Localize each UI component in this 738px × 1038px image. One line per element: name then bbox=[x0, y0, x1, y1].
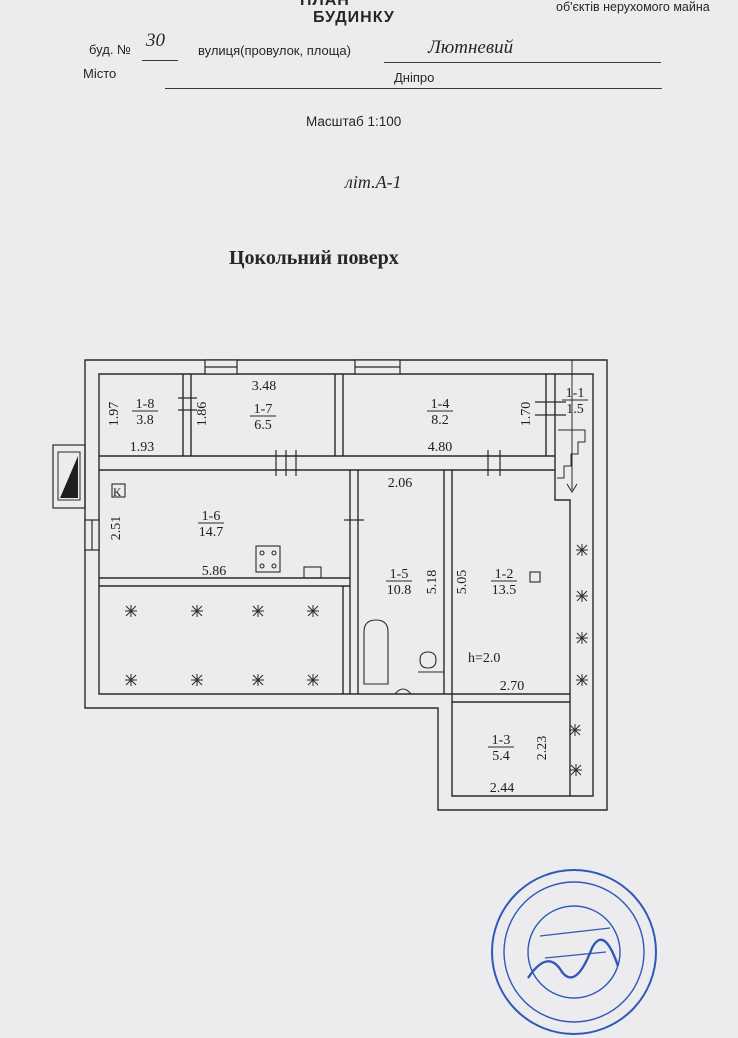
street-label: вулиця(провулок, площа) bbox=[198, 43, 351, 58]
floor-marker bbox=[576, 632, 588, 644]
dimension-value: 5.05 bbox=[455, 570, 470, 595]
dimension-value: 1.93 bbox=[130, 440, 155, 455]
room-area: 6.5 bbox=[254, 418, 272, 433]
building-number-underline bbox=[142, 52, 178, 61]
floor-marker bbox=[191, 605, 203, 617]
document-title: БУДИНКУ bbox=[313, 9, 395, 26]
floor-marker bbox=[576, 590, 588, 602]
room-id: 1-3 bbox=[492, 733, 511, 748]
dimension-value: 1.97 bbox=[107, 402, 122, 427]
room-id: 1-5 bbox=[390, 567, 409, 582]
dimension-labels: 3.48 1.97 1.86 1.93 4.80 1.70 2.06 2.51 5.86 5.18… bbox=[107, 379, 550, 796]
dimension-value: 5.18 bbox=[425, 570, 440, 595]
fixtures bbox=[111, 483, 541, 695]
room-area: 1.5 bbox=[566, 402, 584, 417]
windows bbox=[84, 359, 401, 551]
plan-walls bbox=[84, 359, 608, 811]
floor-marker bbox=[307, 605, 319, 617]
floor-marker bbox=[125, 605, 137, 617]
room-id: 1-1 bbox=[566, 386, 585, 401]
dimension-value: 4.80 bbox=[428, 440, 453, 455]
corner-caption: об'єктів нерухомого майна bbox=[556, 0, 710, 14]
floor-markers bbox=[125, 544, 588, 776]
door-marks bbox=[178, 397, 566, 521]
scale-label: Масштаб 1:100 bbox=[306, 114, 402, 129]
room-id: 1-8 bbox=[136, 397, 155, 412]
dimension-value: 3.48 bbox=[252, 379, 277, 394]
building-number-value: 30 bbox=[146, 30, 165, 51]
floor-marker bbox=[252, 674, 264, 686]
plan-heading: ПЛАН bbox=[300, 0, 350, 9]
floor-title: Цокольний поверх bbox=[229, 247, 399, 269]
city-label: Місто bbox=[83, 66, 117, 81]
room-id: 1-2 bbox=[495, 567, 514, 582]
room-area: 8.2 bbox=[431, 413, 449, 428]
dimension-value: 2.70 bbox=[500, 679, 525, 694]
stair bbox=[557, 360, 586, 493]
dimension-value: 2.06 bbox=[388, 476, 413, 491]
street-value: Лютневий bbox=[428, 37, 514, 58]
room-area: 5.4 bbox=[492, 749, 510, 764]
city-value: Дніпро bbox=[394, 70, 435, 85]
entrance-block bbox=[52, 444, 86, 509]
room-labels: 1-11.5 1-213.5 1-35.4 1-48.2 1-510.8 1-614.7 1… bbox=[132, 386, 588, 764]
dimension-value: 2.51 bbox=[109, 516, 124, 541]
ceiling-height: h=2.0 bbox=[468, 651, 500, 666]
kitchen-mark: К bbox=[113, 485, 122, 499]
room-area: 3.8 bbox=[136, 413, 154, 428]
building-number-label: буд. № bbox=[89, 42, 131, 57]
building-letter: літ.А-1 bbox=[345, 172, 402, 192]
dimension-value: 2.23 bbox=[535, 736, 550, 761]
floor-marker bbox=[191, 674, 203, 686]
street-underline bbox=[384, 54, 661, 63]
room-id: 1-6 bbox=[202, 509, 221, 524]
dimension-value: 1.70 bbox=[519, 402, 534, 427]
room-id: 1-4 bbox=[431, 397, 450, 412]
dimension-value: 1.86 bbox=[195, 402, 210, 427]
floor-marker bbox=[252, 605, 264, 617]
dimension-value: 5.86 bbox=[202, 564, 227, 579]
room-area: 14.7 bbox=[199, 525, 224, 540]
floor-marker bbox=[569, 724, 581, 736]
floor-marker bbox=[125, 674, 137, 686]
floor-marker bbox=[570, 764, 582, 776]
room-id: 1-7 bbox=[254, 402, 273, 417]
floor-marker bbox=[576, 674, 588, 686]
city-underline bbox=[165, 80, 662, 89]
official-stamp bbox=[491, 869, 657, 1035]
floor-marker bbox=[576, 544, 588, 556]
room-area: 10.8 bbox=[387, 583, 412, 598]
room-area: 13.5 bbox=[492, 583, 517, 598]
dimension-value: 2.44 bbox=[490, 781, 515, 796]
floor-marker bbox=[307, 674, 319, 686]
